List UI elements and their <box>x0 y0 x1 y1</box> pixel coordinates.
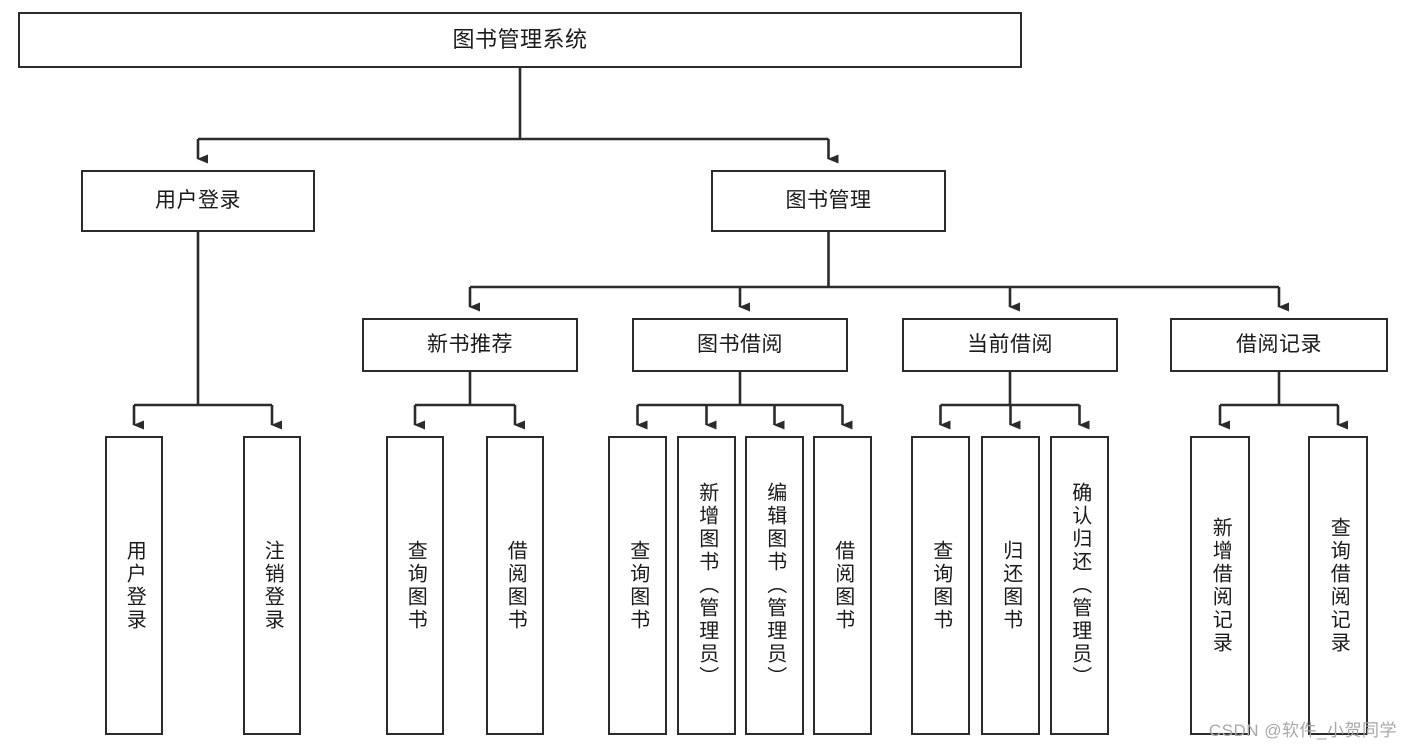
node-label: 查询图书 <box>404 539 427 632</box>
node-label: 确认归还（管理员） <box>1068 482 1091 689</box>
node-label: 查询借阅记录 <box>1327 516 1350 655</box>
node-label: 借阅记录 <box>1236 333 1322 357</box>
node-borrow-record[interactable]: 借阅记录 <box>1170 318 1388 372</box>
node-label: 用户登录 <box>155 189 241 213</box>
node-root[interactable]: 图书管理系统 <box>18 12 1022 68</box>
node-leaf-query-book-3[interactable]: 查询图书 <box>911 436 970 735</box>
node-label: 归还图书 <box>999 539 1022 632</box>
node-label: 当前借阅 <box>967 333 1053 357</box>
node-label: 图书管理系统 <box>452 26 588 52</box>
node-leaf-edit-book[interactable]: 编辑图书（管理员） <box>745 436 804 735</box>
node-leaf-add-record[interactable]: 新增借阅记录 <box>1190 436 1250 735</box>
node-leaf-borrow-book-1[interactable]: 借阅图书 <box>486 436 544 735</box>
node-label: 借阅图书 <box>831 539 854 632</box>
node-leaf-borrow-book-2[interactable]: 借阅图书 <box>813 436 872 735</box>
node-label: 新增借阅记录 <box>1209 516 1232 655</box>
node-leaf-query-book-2[interactable]: 查询图书 <box>608 436 667 735</box>
node-label: 图书管理 <box>785 189 872 213</box>
watermark: CSDN @软件_小贺同学 <box>1208 721 1397 740</box>
node-new-book-recommend[interactable]: 新书推荐 <box>362 318 578 372</box>
node-leaf-query-book-1[interactable]: 查询图书 <box>386 436 444 735</box>
node-label: 新书推荐 <box>427 333 513 357</box>
node-label: 编辑图书（管理员） <box>763 482 786 689</box>
node-leaf-query-record[interactable]: 查询借阅记录 <box>1308 436 1368 735</box>
node-label: 新增图书（管理员） <box>695 482 718 689</box>
node-leaf-confirm-return[interactable]: 确认归还（管理员） <box>1050 436 1109 735</box>
node-label: 图书借阅 <box>697 333 783 357</box>
node-current-borrow[interactable]: 当前借阅 <box>902 318 1118 372</box>
node-label: 用户登录 <box>123 539 146 632</box>
node-label: 查询图书 <box>929 539 952 632</box>
node-leaf-user-login[interactable]: 用户登录 <box>105 436 163 735</box>
node-label: 查询图书 <box>626 539 649 632</box>
node-leaf-user-logout[interactable]: 注销登录 <box>243 436 301 735</box>
node-leaf-add-book[interactable]: 新增图书（管理员） <box>677 436 736 735</box>
node-leaf-return-book[interactable]: 归还图书 <box>981 436 1040 735</box>
node-label: 借阅图书 <box>504 539 527 632</box>
node-user-login[interactable]: 用户登录 <box>81 170 315 232</box>
node-book-borrow[interactable]: 图书借阅 <box>632 318 848 372</box>
node-label: 注销登录 <box>261 539 284 632</box>
node-book-manage[interactable]: 图书管理 <box>711 170 946 232</box>
